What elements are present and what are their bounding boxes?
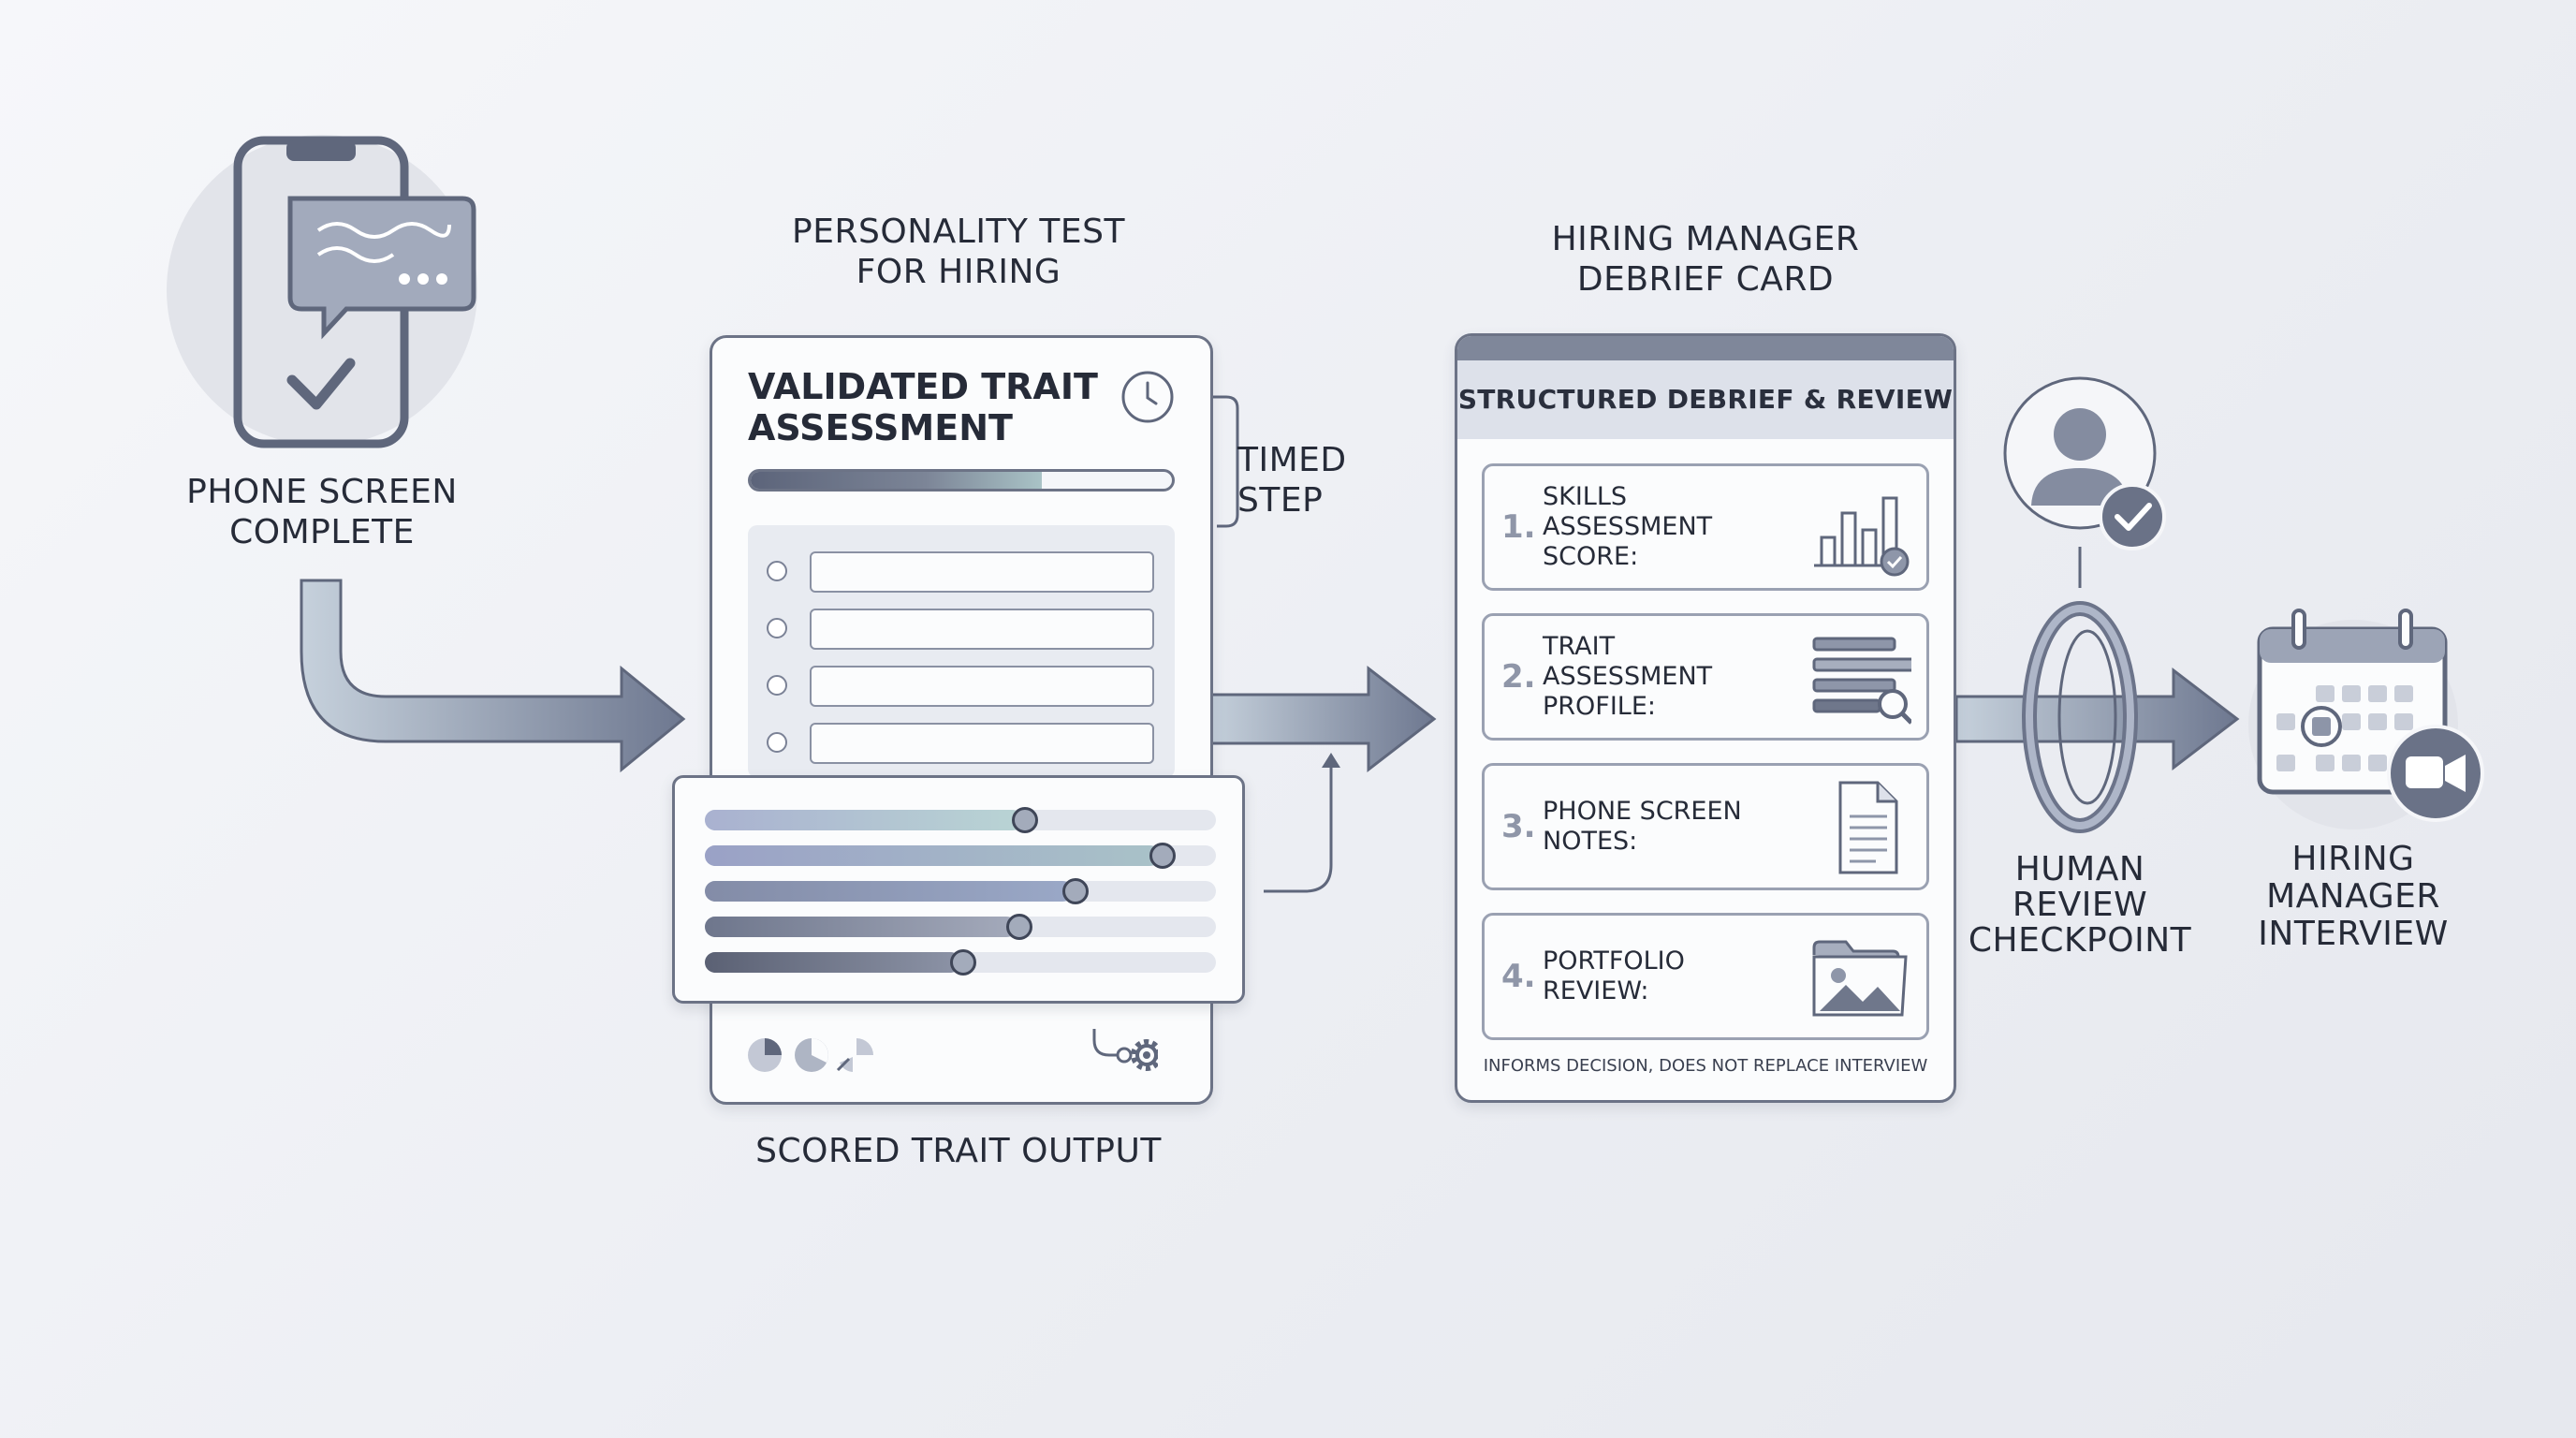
item-number: 4. bbox=[1501, 958, 1536, 995]
image-folder-icon bbox=[1812, 940, 1908, 1017]
trait-bar-fill bbox=[705, 952, 960, 973]
phone-chat-icon bbox=[167, 135, 477, 448]
trait-bar-knob[interactable] bbox=[1149, 843, 1176, 869]
arrow-test-to-debrief bbox=[1206, 665, 1437, 773]
trait-bar bbox=[705, 914, 1216, 940]
arrow-debrief-to-interview bbox=[1954, 667, 2240, 771]
debrief-footnote: INFORMS DECISION, DOES NOT REPLACE INTER… bbox=[1483, 1056, 1928, 1076]
label-phone-screen-complete: PHONE SCREEN COMPLETE bbox=[186, 473, 458, 551]
donut-chart-icon bbox=[795, 1038, 828, 1072]
answer-options bbox=[748, 525, 1175, 778]
item-label: SKILLS ASSESSMENT SCORE: bbox=[1543, 482, 1713, 571]
item-label: PHONE SCREEN NOTES: bbox=[1543, 797, 1742, 856]
timed-step-bracket bbox=[1189, 395, 1239, 528]
pie-chart-icon bbox=[748, 1038, 782, 1072]
trait-bar bbox=[705, 878, 1216, 904]
settings-connector bbox=[1092, 1029, 1120, 1057]
answer-option[interactable] bbox=[767, 609, 1160, 650]
item-label: TRAIT ASSESSMENT PROFILE: bbox=[1543, 632, 1713, 721]
debrief-item-phone-notes[interactable]: 3. PHONE SCREEN NOTES: bbox=[1482, 763, 1929, 890]
label-personality-test: PERSONALITY TEST FOR HIRING bbox=[792, 213, 1125, 291]
trait-bar-knob[interactable] bbox=[1006, 914, 1033, 940]
debrief-item-skills[interactable]: 1. SKILLS ASSESSMENT SCORE: bbox=[1482, 463, 1929, 591]
connector-scores-head bbox=[1322, 753, 1340, 768]
item-number: 3. bbox=[1501, 808, 1536, 845]
answer-option[interactable] bbox=[767, 551, 1160, 593]
radio-button[interactable] bbox=[767, 618, 787, 638]
trait-bar-fill bbox=[705, 881, 1074, 902]
label-timed-step: TIMED STEP bbox=[1237, 441, 1347, 520]
answer-field[interactable] bbox=[810, 609, 1154, 650]
trait-bar-fill bbox=[705, 845, 1160, 866]
trait-bar bbox=[705, 949, 1216, 976]
arrow-phone-to-test bbox=[300, 579, 686, 773]
human-review-ring-icon bbox=[2022, 601, 2138, 833]
pie-slice-icon bbox=[836, 1038, 873, 1072]
debrief-item-portfolio[interactable]: 4. PORTFOLIO REVIEW: bbox=[1482, 913, 1929, 1040]
radio-button[interactable] bbox=[767, 732, 787, 753]
gear-icon bbox=[1131, 1039, 1158, 1071]
calendar-video-icon bbox=[2248, 609, 2484, 829]
list-search-icon bbox=[1812, 637, 1911, 725]
radio-button[interactable] bbox=[767, 561, 787, 581]
progress-fill bbox=[751, 472, 1042, 489]
debrief-item-trait-profile[interactable]: 2. TRAIT ASSESSMENT PROFILE: bbox=[1482, 613, 1929, 741]
document-icon bbox=[1838, 781, 1898, 874]
connector-scores bbox=[1264, 762, 1333, 893]
answer-field[interactable] bbox=[810, 666, 1154, 707]
label-debrief-card: HIRING MANAGER DEBRIEF CARD bbox=[1551, 220, 1860, 299]
answer-option[interactable] bbox=[767, 723, 1160, 764]
trait-bar bbox=[705, 807, 1216, 833]
chart-icons-row bbox=[748, 1029, 1158, 1072]
reviewer-avatar-icon bbox=[2003, 376, 2166, 588]
assessment-title: VALIDATED TRAIT ASSESSMENT bbox=[748, 366, 1098, 448]
item-number: 2. bbox=[1501, 658, 1536, 696]
item-number: 1. bbox=[1501, 508, 1536, 546]
item-label: PORTFOLIO REVIEW: bbox=[1543, 946, 1685, 1005]
bar-chart-check-icon bbox=[1814, 496, 1910, 577]
trait-bar-knob[interactable] bbox=[1011, 807, 1038, 833]
answer-field[interactable] bbox=[810, 723, 1154, 764]
assessment-progress-bar bbox=[748, 469, 1175, 492]
label-scored-trait-output: SCORED TRAIT OUTPUT bbox=[755, 1132, 1162, 1170]
label-hiring-manager-interview: HIRING MANAGER INTERVIEW bbox=[2258, 840, 2449, 953]
radio-button[interactable] bbox=[767, 675, 787, 696]
debrief-card: STRUCTURED DEBRIEF & REVIEW 1. SKILLS AS… bbox=[1455, 333, 1956, 1103]
trait-bar-knob[interactable] bbox=[1062, 878, 1090, 904]
trait-bar-fill bbox=[705, 810, 1022, 830]
answer-option[interactable] bbox=[767, 666, 1160, 707]
trait-bar-fill bbox=[705, 917, 1017, 937]
trait-bar-knob[interactable] bbox=[950, 949, 976, 976]
scored-trait-bars bbox=[672, 775, 1245, 1004]
debrief-card-top-strip bbox=[1457, 336, 1954, 360]
trait-bar bbox=[705, 843, 1216, 869]
clock-icon bbox=[1121, 371, 1174, 423]
answer-field[interactable] bbox=[810, 551, 1154, 593]
debrief-header: STRUCTURED DEBRIEF & REVIEW bbox=[1457, 360, 1954, 439]
label-human-review-checkpoint: HUMAN REVIEW CHECKPOINT bbox=[1968, 850, 2192, 960]
